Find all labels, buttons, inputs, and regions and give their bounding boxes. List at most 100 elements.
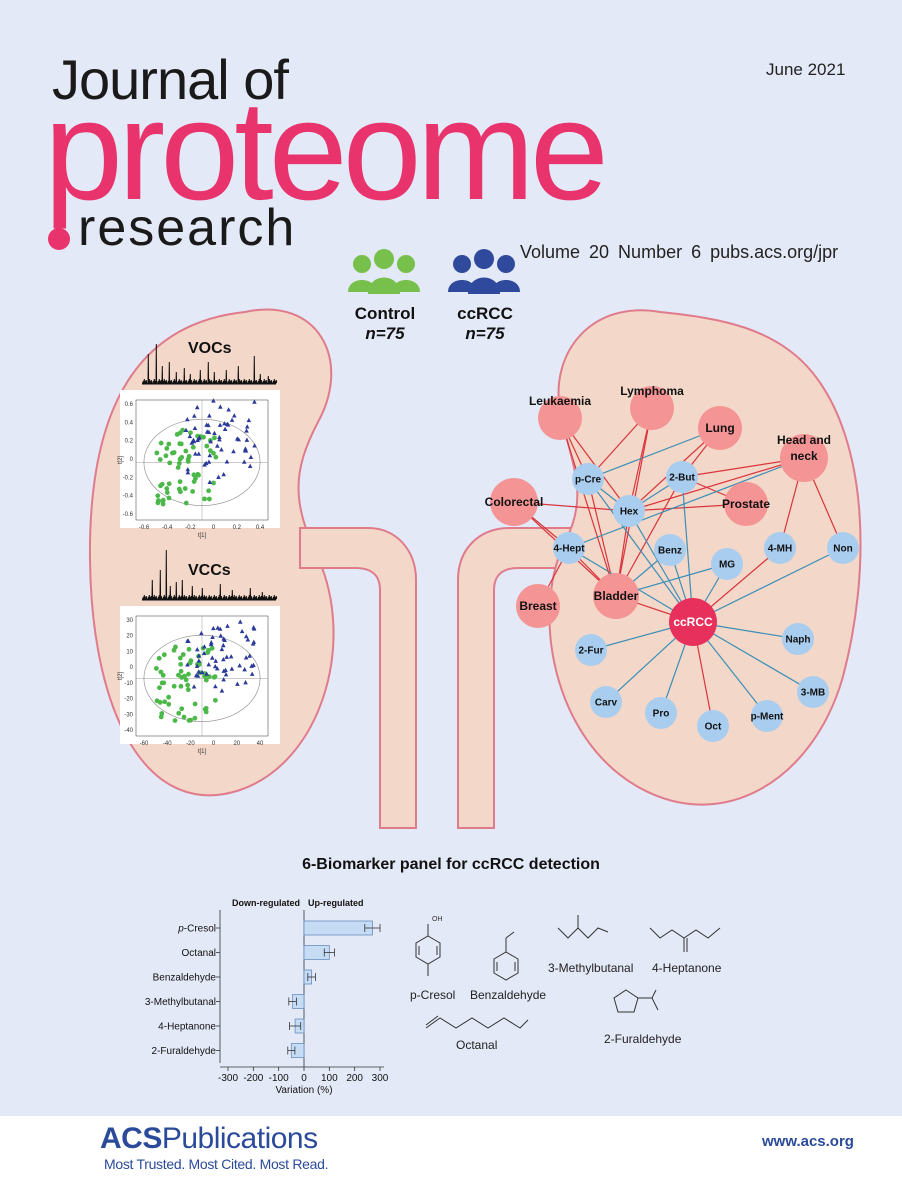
control-point (178, 668, 184, 674)
acs-url-link[interactable]: www.acs.org (762, 1133, 854, 1150)
control-group-n: n=75 (365, 324, 405, 343)
ccrcc-point (229, 666, 235, 671)
cancer-node-label-breast: Breast (519, 599, 556, 613)
cancer-node-label-headneck: Head and (777, 433, 831, 447)
ccrcc-point (245, 637, 251, 642)
control-group-label: Control (354, 304, 416, 323)
compound-node-hex (613, 495, 645, 527)
ccrcc-point (185, 470, 191, 475)
ccrcc-point (193, 451, 198, 456)
control-point (195, 471, 201, 477)
journal-title-journal-of: Journal of (52, 48, 289, 111)
structure-benzaldehyde-drawing (493, 931, 519, 981)
x-tick-label-4: 100 (321, 1073, 338, 1084)
control-point (170, 450, 175, 456)
vcc-plot-label: VCCs (188, 562, 231, 579)
control-point (192, 701, 198, 707)
y-tick-label: 0.2 (125, 439, 134, 445)
ccrcc-point (202, 462, 207, 467)
ccrcc-point (212, 430, 217, 436)
control-point (176, 710, 182, 716)
control-point (190, 489, 196, 494)
cancer-node-label-colorectal: Colorectal (485, 495, 544, 509)
ccrcc-point (183, 427, 189, 432)
ccrcc-point (243, 680, 248, 685)
structure-octanal-drawing (425, 1015, 529, 1029)
compound-node-label-carv: Carv (595, 698, 618, 709)
control-point (177, 479, 183, 485)
right-ureter (457, 527, 581, 829)
compound-node-label-mb3: 3-MB (801, 688, 825, 699)
x-tick-label-5: 200 (346, 1073, 363, 1084)
control-point (178, 441, 184, 447)
control-point (206, 496, 212, 502)
control-point (175, 465, 181, 470)
ccrcc-point (201, 650, 207, 656)
control-point (203, 677, 209, 683)
acs-tagline: Most Trusted. Most Cited. Most Read. (104, 1156, 329, 1172)
network-edge-ccrcc-non (692, 547, 844, 623)
ccrcc-point (251, 624, 256, 630)
compound-node-carv (590, 686, 622, 718)
cancer-node-label-lung: Lung (705, 421, 734, 435)
ccrcc-point (221, 677, 226, 682)
acs-wordmark-publications: Publications (161, 1122, 318, 1155)
y-tick-label: 0 (130, 665, 134, 671)
cancer-node-lymphoma (630, 386, 674, 430)
control-point (162, 699, 168, 705)
ccrcc-point (217, 422, 223, 427)
control-point (182, 673, 187, 679)
footer-bar (0, 1116, 902, 1200)
acs-publications-wordmark[interactable]: ACSPublications (100, 1122, 318, 1156)
compound-node-mg (711, 548, 743, 580)
compound-node-label-mg: MG (719, 560, 735, 571)
compound-node-mh4 (764, 532, 796, 564)
control-point (156, 655, 162, 661)
y-tick-label: 10 (126, 649, 133, 655)
control-point (186, 671, 191, 677)
compound-node-fur2 (575, 634, 607, 666)
compound-node-label-pcre: p-Cre (575, 475, 602, 486)
control-point (155, 493, 161, 499)
y-tick-label: 0.6 (125, 402, 134, 408)
down-regulated-label: Down-regulated (232, 898, 300, 908)
ccrcc-point (196, 669, 201, 674)
x-tick-label-0: -300 (218, 1073, 238, 1084)
ccrcc-point (248, 454, 254, 460)
ccrcc-point (216, 474, 221, 479)
control-point (206, 647, 211, 653)
cancer-node-bladder (593, 573, 639, 619)
control-point (157, 685, 162, 691)
ccrcc-point (206, 662, 212, 667)
compound-node-hept4 (553, 532, 585, 564)
ccrcc-point (241, 459, 247, 464)
x-axis-label: t[1] (198, 749, 207, 755)
ccrcc-point (189, 440, 195, 445)
control-point (177, 655, 183, 661)
compound-node-label-pro: Pro (653, 709, 670, 720)
structure-4-heptanone-drawing (649, 927, 721, 952)
ccrcc-point (185, 638, 190, 643)
ccrcc-point (184, 416, 190, 422)
ccrcc-point (208, 641, 214, 647)
x-tick-label: -60 (140, 741, 149, 747)
ccrcc-point (211, 398, 216, 403)
compound-node-but2 (666, 461, 698, 493)
ccrcc-point (215, 443, 220, 448)
x-tick-label: 40 (257, 741, 264, 747)
compound-node-pment (751, 700, 783, 732)
ccrcc-point (192, 425, 198, 431)
control-point (158, 440, 164, 446)
network-edge-headneck-hept4 (568, 457, 805, 549)
ccrcc-point (208, 439, 213, 444)
vcc-chromatogram (142, 549, 278, 601)
y-tick-label: -0.6 (123, 512, 134, 518)
ccrcc-point (231, 448, 236, 454)
category-label-0: p-Cresol (177, 924, 216, 935)
ccrcc-point (243, 633, 249, 639)
ccrcc-point (219, 688, 225, 693)
ccrcc-point (222, 426, 228, 431)
ccrcc-point (215, 625, 221, 630)
compound-node-non (827, 532, 859, 564)
control-point (178, 661, 184, 667)
